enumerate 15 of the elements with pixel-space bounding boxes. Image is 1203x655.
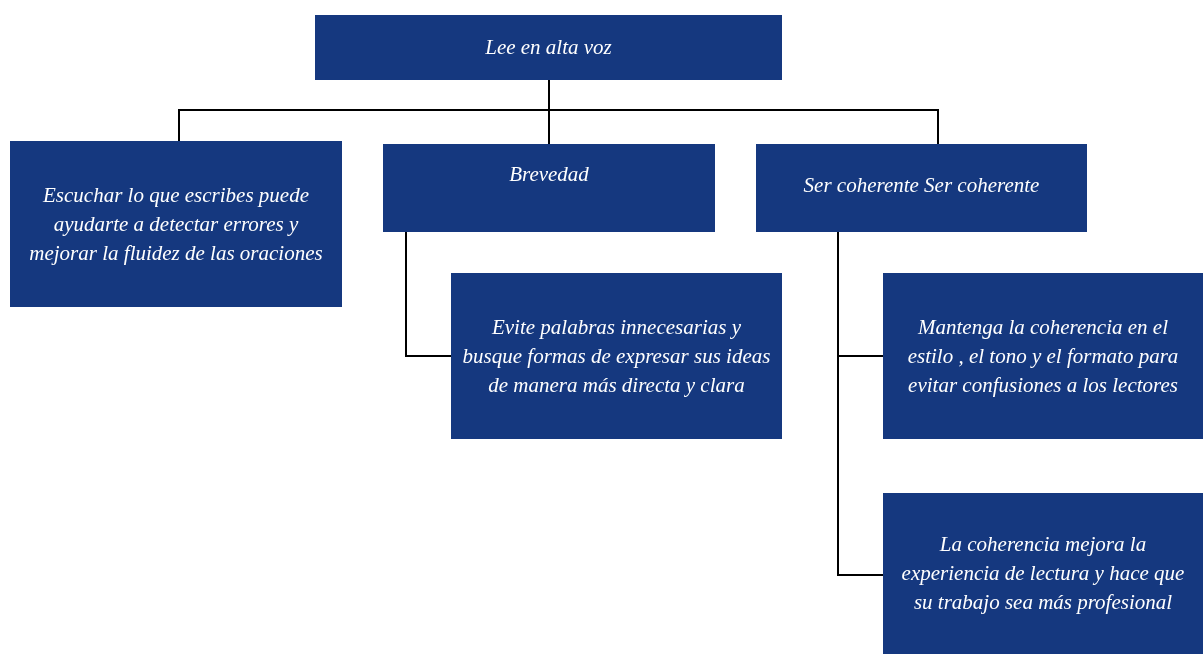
text-box [383,144,715,232]
text-box [451,273,782,439]
box-text: Escuchar lo que escribes puede ayudarte a detectar errores y mejorar la fluidez de las oraciones [28,181,324,267]
text-box [883,273,1203,439]
box-text: Ser coherente Ser coherente [803,172,1040,199]
text-box [883,493,1203,654]
text-box [10,141,342,307]
connector-line [405,231,452,357]
box-text: Mantenga la coherencia en el estilo , el tono y el formato para evitar confusiones a los lectores [906,313,1180,399]
text-box [756,144,1087,232]
text-box [315,15,782,80]
box-text: Evite palabras innecesarias y busque formas de expresar sus ideas de manera más directa y clara [461,313,772,399]
box-text: La coherencia mejora la experiencia de lectura y hace que su trabajo sea más profesional [900,531,1186,616]
box-text: Lee en alta voz [485,34,612,61]
box-text: Brevedad [509,161,589,188]
